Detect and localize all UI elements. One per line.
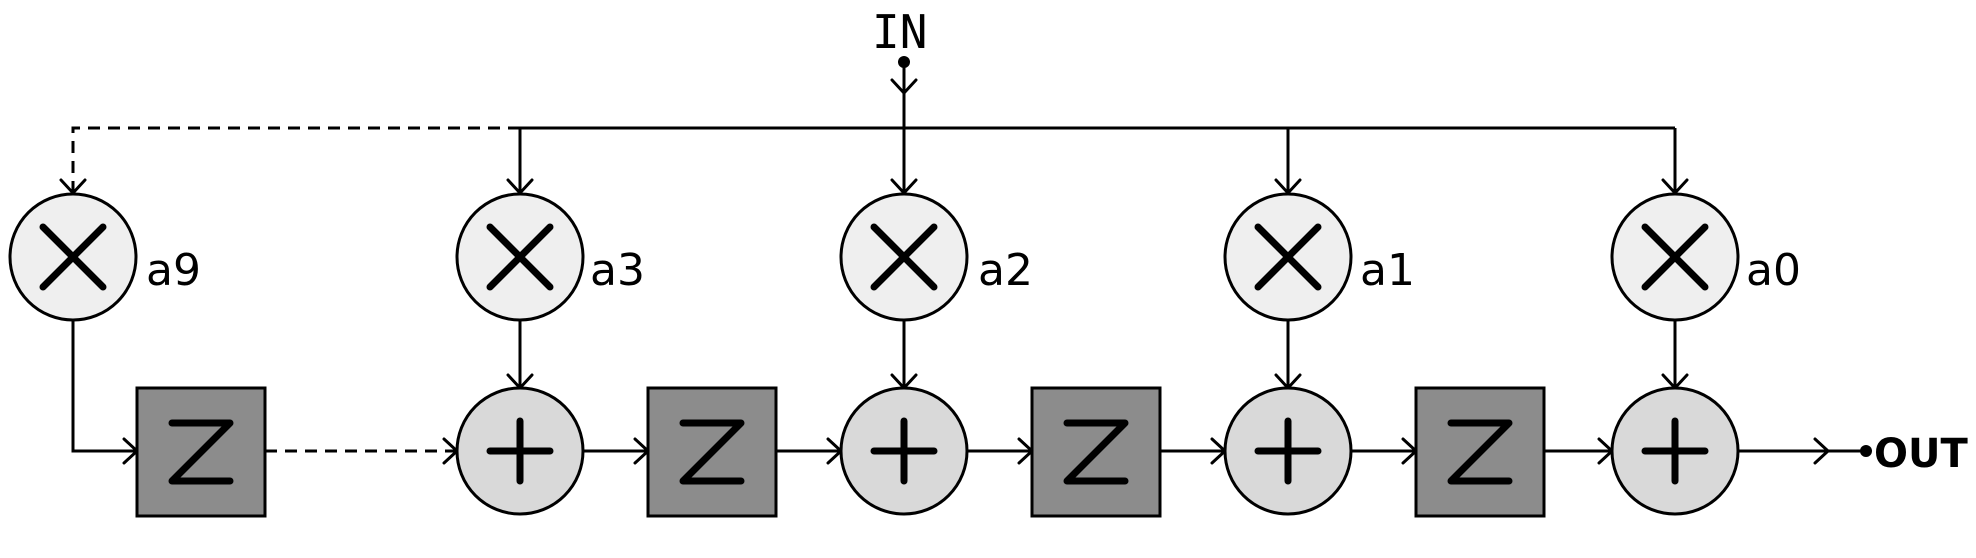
wire-adder-a2-to-delay3 <box>967 437 1034 465</box>
wire-delay3-to-adder-a1 <box>1160 437 1227 465</box>
wire-delay1-to-adder-a3 <box>265 437 459 465</box>
adder-a3 <box>455 386 585 516</box>
output-label: OUT <box>1874 431 1968 477</box>
wire-adder-a1-to-delay4 <box>1351 437 1418 465</box>
multiplier-a3: a3 <box>455 192 645 322</box>
wire-a0-to-adder <box>1661 320 1689 390</box>
coefficient-label: a3 <box>590 245 645 296</box>
wire-adder-a3-to-delay2 <box>583 437 650 465</box>
input-arrowhead <box>890 78 918 95</box>
adder-a2 <box>839 386 969 516</box>
bus-drop-a0 <box>1661 128 1689 195</box>
coefficient-label: a0 <box>1746 245 1801 296</box>
wire-a9-to-delay <box>71 320 139 465</box>
delay-2 <box>646 386 778 518</box>
delay-3 <box>1030 386 1162 518</box>
output-wire <box>1738 437 1864 465</box>
wire-a2-to-adder <box>890 320 918 390</box>
input-label: IN <box>872 5 927 59</box>
bus-drop-a2 <box>890 128 918 195</box>
multiplier-a9: a9 <box>8 192 201 322</box>
adder-a1 <box>1223 386 1353 516</box>
bus-drop-a1 <box>1274 128 1302 195</box>
bus-drop-a3 <box>506 128 534 195</box>
wire-delay4-to-adder-a0 <box>1544 437 1614 465</box>
wire-a1-to-adder <box>1274 320 1302 390</box>
multiplier-a0: a0 <box>1610 192 1801 322</box>
coefficient-label: a9 <box>146 245 201 296</box>
coefficient-label: a2 <box>978 245 1033 296</box>
delay-1 <box>135 386 267 518</box>
coefficient-label: a1 <box>1360 245 1415 296</box>
multiplier-a1: a1 <box>1223 192 1415 322</box>
adder-a0 <box>1610 386 1740 516</box>
wire-delay2-to-adder-a2 <box>776 437 843 465</box>
delay-4 <box>1414 386 1546 518</box>
multiplier-a2: a2 <box>839 192 1033 322</box>
wire-a3-to-adder <box>506 320 534 390</box>
output-node <box>1860 445 1872 457</box>
input-bus-dashed-branch <box>71 126 520 192</box>
